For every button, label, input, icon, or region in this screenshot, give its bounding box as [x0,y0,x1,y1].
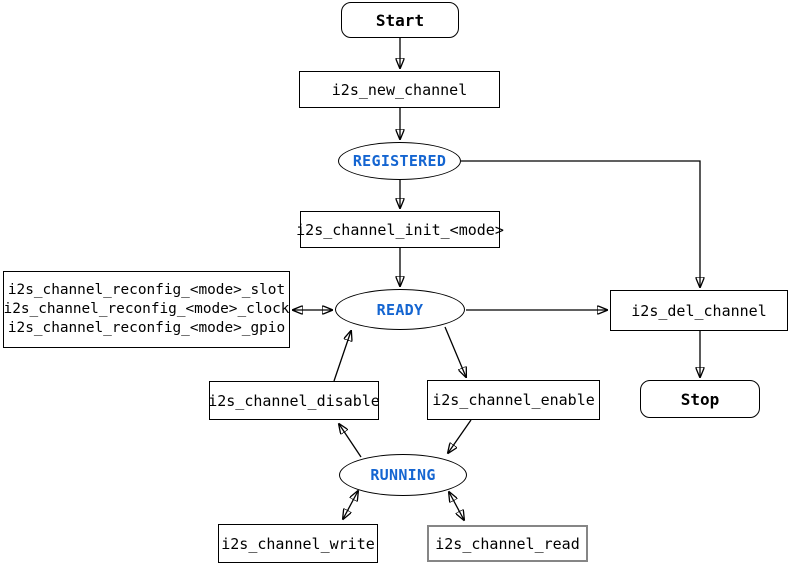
state-running-label: RUNNING [370,466,436,484]
edge-ready-to-enable [444,326,466,377]
edge-running-to-read-double [449,492,464,520]
node-i2s-channel-enable-label: i2s_channel_enable [432,391,595,409]
node-i2s-channel-reconfig: i2s_channel_reconfig_<mode>_slot i2s_cha… [3,271,290,348]
node-i2s-channel-disable-label: i2s_channel_disable [208,391,380,410]
node-i2s-channel-write: i2s_channel_write [218,524,378,563]
node-stop: Stop [640,380,760,418]
node-i2s-channel-init-label: i2s_channel_init_<mode> [296,220,504,239]
state-registered: REGISTERED [338,142,461,180]
edge-running-to-write-double [343,491,358,519]
node-i2s-channel-init: i2s_channel_init_<mode> [296,211,504,248]
state-ready-label: READY [376,300,424,319]
node-i2s-channel-enable: i2s_channel_enable [427,380,600,420]
state-running: RUNNING [339,454,467,496]
edge-enable-to-running [448,419,472,453]
node-i2s-del-channel-label: i2s_del_channel [631,301,767,320]
node-i2s-new-channel-label: i2s_new_channel [331,80,468,99]
reconfig-clock-label: i2s_channel_reconfig_<mode>_clock [3,301,290,317]
node-i2s-channel-read-label: i2s_channel_read [435,534,580,553]
node-i2s-del-channel: i2s_del_channel [610,290,788,331]
state-ready: READY [335,289,465,330]
state-registered-label: REGISTERED [352,152,447,170]
node-i2s-channel-read: i2s_channel_read [427,525,588,562]
node-i2s-new-channel: i2s_new_channel [299,71,500,108]
edge-disable-to-ready [333,331,351,382]
reconfig-gpio-label: i2s_channel_reconfig_<mode>_gpio [7,320,286,336]
node-start: Start [341,2,459,38]
reconfig-slot-label: i2s_channel_reconfig_<mode>_slot [7,282,286,298]
edge-registered-to-del-channel [461,160,700,287]
node-start-label: Start [375,10,425,30]
node-i2s-channel-disable: i2s_channel_disable [208,381,380,420]
node-i2s-channel-write-label: i2s_channel_write [221,534,375,553]
node-stop-label: Stop [680,389,720,409]
edge-running-to-disable [339,424,362,458]
